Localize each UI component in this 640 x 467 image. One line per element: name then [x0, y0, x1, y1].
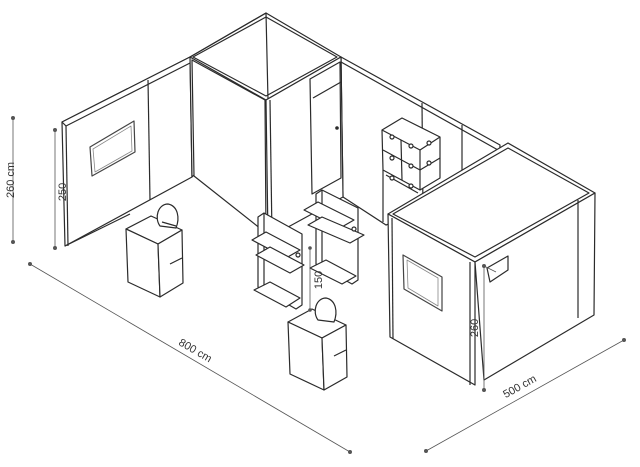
cabin-screen-inner: [406, 259, 439, 307]
cube-shelf-joint: [426, 140, 432, 146]
cabin-screen: [402, 254, 443, 312]
cube-shelf-joint: [426, 160, 432, 166]
left-wall-front-edge: [65, 125, 69, 247]
storage-room-top-frame: [192, 16, 338, 97]
display-shelf-1-tier: [255, 246, 305, 274]
cube-shelf-joint: [408, 183, 414, 189]
dimension-lines: [10, 116, 627, 454]
label-depth: 500 cm: [501, 373, 538, 401]
dim-depth-end: [423, 448, 428, 453]
cube-shelf-joint: [408, 163, 414, 169]
label-wall-height: 250: [57, 183, 69, 201]
left-wall-divider: [147, 79, 151, 201]
cube-shelf-joint: [389, 134, 395, 140]
dim-length-end: [27, 261, 32, 266]
dim-depth-end: [622, 337, 627, 342]
booth-structure: [61, 12, 596, 391]
display-shelf-1-base: [253, 281, 301, 308]
left-wall-screen-inner: [92, 125, 133, 173]
dim-total-height-end: [10, 239, 15, 244]
counter-front-line: [333, 349, 347, 357]
cube-shelf-joint: [389, 155, 395, 161]
counter-left-line: [169, 257, 183, 265]
display-shelf-2: [303, 189, 365, 285]
storage-post: [269, 99, 273, 237]
left-wall-screen: [89, 120, 136, 177]
storage-door-frame: [312, 81, 342, 99]
cube-shelf-line: [400, 139, 403, 181]
cube-shelf-joint: [389, 175, 395, 181]
stool-front: [314, 297, 337, 323]
dim-depth-line: [425, 339, 625, 452]
counter-front-side: [321, 324, 348, 391]
label-cabin-height: 260: [469, 319, 481, 337]
label-shelf-height: 150: [313, 271, 325, 289]
dim-cabin-height-end: [481, 387, 486, 392]
meeting-cabin: [387, 142, 596, 386]
back-wall-top-inner: [340, 61, 499, 151]
dim-length-end: [347, 449, 352, 454]
dim-shelf-height-end: [308, 246, 312, 250]
cabin-front-edge: [391, 217, 394, 340]
cabin-side-wall: [474, 192, 596, 381]
display-shelf-1-light: [295, 252, 301, 258]
cabin-roof-inner: [392, 147, 590, 258]
display-shelf-2-tier: [307, 216, 365, 244]
counter-left: [125, 203, 184, 298]
dim-shelf-height-end: [308, 308, 312, 312]
cube-shelf: [381, 117, 441, 222]
display-shelf-2-base: [309, 259, 357, 285]
stool-left-leg: [161, 221, 177, 227]
floor-edge: [64, 213, 131, 247]
dim-wall-height-end: [53, 245, 58, 250]
cabin-opening: [486, 255, 509, 283]
dim-cabin-height-tick: [483, 265, 497, 273]
display-shelf-2-light: [351, 226, 357, 232]
cube-shelf-joint: [408, 143, 414, 149]
stool-left: [156, 203, 179, 229]
counter-front: [287, 297, 348, 391]
label-total-height: 260 cm: [5, 162, 17, 198]
dim-length-line: [29, 263, 351, 453]
dim-wall-height-end: [53, 127, 58, 132]
storage-door-handle: [335, 126, 339, 130]
dim-total-height-end: [10, 116, 15, 121]
display-shelf-1: [251, 212, 305, 310]
